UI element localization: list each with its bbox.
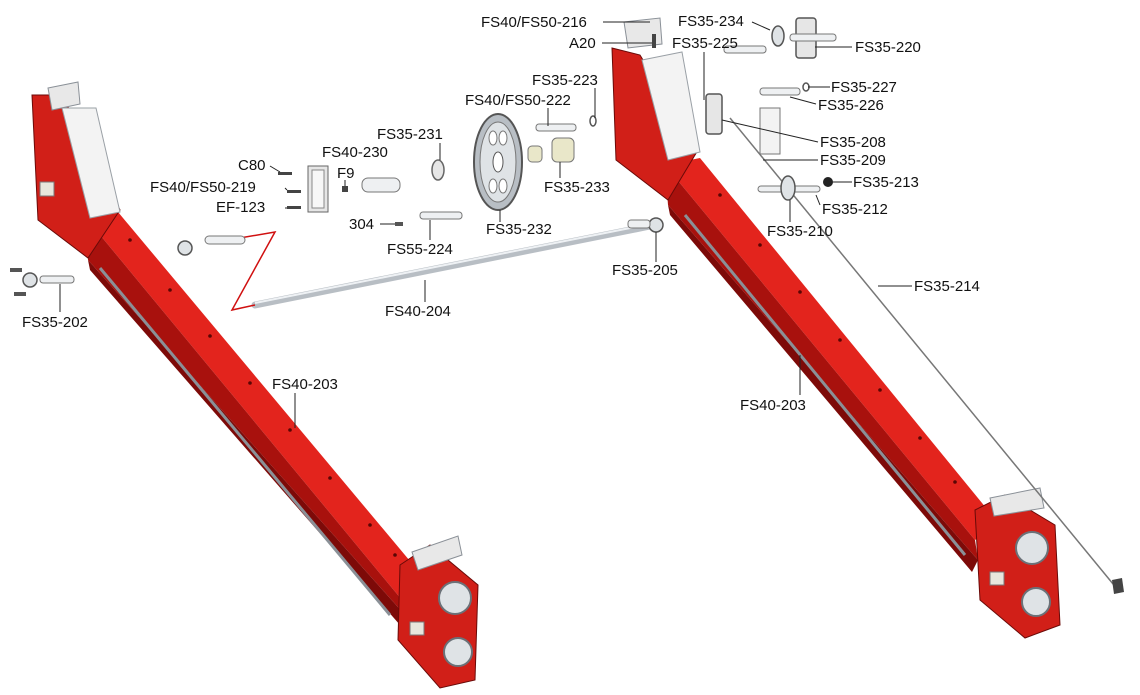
label-fs40-fs50-219: FS40/FS50-219 <box>150 179 256 196</box>
left-beam-top <box>86 212 430 600</box>
label-fs35-231: FS35-231 <box>377 126 443 143</box>
label-a20: A20 <box>569 35 596 52</box>
left-bearing <box>177 240 193 256</box>
fs40-230-bushing <box>361 177 401 193</box>
right-rail-assembly <box>611 17 1061 639</box>
fs35-202-part <box>10 268 75 296</box>
label-fs35-213: FS35-213 <box>853 174 919 191</box>
fs35-223-ring <box>589 115 597 127</box>
label-fs35-234: FS35-234 <box>678 13 744 30</box>
fs40-204-shaft <box>251 222 654 309</box>
left-bottom-bracket-plate <box>397 544 479 689</box>
left-top-bracket-block <box>39 181 55 197</box>
label-fs40-204: FS40-204 <box>385 303 451 320</box>
label-fs35-202: FS35-202 <box>22 314 88 331</box>
fs35-210-pulley <box>780 175 796 201</box>
fs40-230-plate-inner <box>311 169 325 209</box>
right-bottom-pulley-lower <box>1021 587 1051 617</box>
label-fs55-224: FS55-224 <box>387 241 453 258</box>
left-bottom-bracket-block <box>409 621 425 636</box>
left-top-bracket-cap <box>47 81 81 111</box>
label-fs35-225: FS35-225 <box>672 35 738 52</box>
fs35-226-pin <box>759 87 801 96</box>
fs40-fs50-222-pin <box>535 123 577 132</box>
label-fs35-210: FS35-210 <box>767 223 833 240</box>
label-fs35-214: FS35-214 <box>914 278 980 295</box>
fs35-225-tensioner <box>705 93 723 135</box>
label-fs40-fs50-216: FS40/FS50-216 <box>481 14 587 31</box>
label-fs35-220: FS35-220 <box>855 39 921 56</box>
label-c80: C80 <box>238 157 266 174</box>
left-bottom-pulley-lower <box>443 637 473 667</box>
right-beam-channel <box>668 205 978 572</box>
right-beam-side <box>665 165 978 560</box>
ef-123-bolt <box>287 206 301 209</box>
leader-lines <box>59 21 912 428</box>
fs35-214-cable <box>729 117 1119 591</box>
fs35-233-hub <box>551 137 575 163</box>
label-f9: F9 <box>337 165 355 182</box>
left-coupling <box>204 235 246 245</box>
shaft-callout-zigzag <box>227 230 277 312</box>
fs40-204-shaft-highlight <box>254 223 651 304</box>
label-fs35-212: FS35-212 <box>822 201 888 218</box>
a20-bolt <box>652 34 656 48</box>
label-fs35-209: FS35-209 <box>820 152 886 169</box>
left-beam-side <box>86 218 405 615</box>
right-bottom-bracket-block <box>989 571 1005 586</box>
right-top-bracket-white <box>641 51 701 161</box>
fs35-234-bearing <box>771 25 785 47</box>
right-bottom-bracket-cap <box>989 487 1045 517</box>
fs35-232-sprocket <box>473 113 523 211</box>
fs35-213-ball <box>823 177 833 187</box>
left-beam-inner-rod <box>98 267 392 616</box>
right-bottom-pulley-upper <box>1015 531 1049 565</box>
c80-bolt <box>278 172 292 175</box>
label-fs35-226: FS35-226 <box>818 97 884 114</box>
left-bottom-bracket-cap <box>411 535 463 571</box>
left-top-bracket-white <box>61 107 121 219</box>
label-fs40-203-right: FS40-203 <box>740 397 806 414</box>
left-beam-holes <box>128 238 397 557</box>
label-ef-123: EF-123 <box>216 199 266 216</box>
fs35-205-bearing <box>648 217 664 233</box>
left-bottom-pulley-upper <box>438 581 472 615</box>
label-fs35-205: FS35-205 <box>612 262 678 279</box>
fs35-231-collar <box>431 159 445 181</box>
label-fs35-227: FS35-227 <box>831 79 897 96</box>
label-fs35-233: FS35-233 <box>544 179 610 196</box>
fs55-224-pin <box>419 211 463 220</box>
label-fs35-232: FS35-232 <box>486 221 552 238</box>
fs35-225-shaft <box>723 45 767 54</box>
fs35-220-shaft <box>789 33 837 42</box>
label-fs35-208: FS35-208 <box>820 134 886 151</box>
left-rail-assembly <box>31 81 479 689</box>
label-fs40-203-left: FS40-203 <box>272 376 338 393</box>
right-beam-holes <box>718 193 957 484</box>
right-beam-top <box>665 158 1000 540</box>
right-bottom-bracket-plate <box>974 494 1061 639</box>
f9-screw <box>342 186 348 192</box>
shaft-right-collar <box>627 219 651 229</box>
fs35-233-hub-2 <box>527 145 543 163</box>
fs40-fs50-219-bolt <box>287 190 301 193</box>
right-beam-inner-rod <box>683 214 967 556</box>
right-top-bracket-plate <box>611 47 699 201</box>
label-fs40-fs50-222: FS40/FS50-222 <box>465 92 571 109</box>
label-fs35-223: FS35-223 <box>532 72 598 89</box>
fs35-214-cable-end <box>1112 578 1124 594</box>
label-304: 304 <box>349 216 375 233</box>
label-fs40-230: FS40-230 <box>322 144 388 161</box>
part-304-screw <box>395 222 403 226</box>
